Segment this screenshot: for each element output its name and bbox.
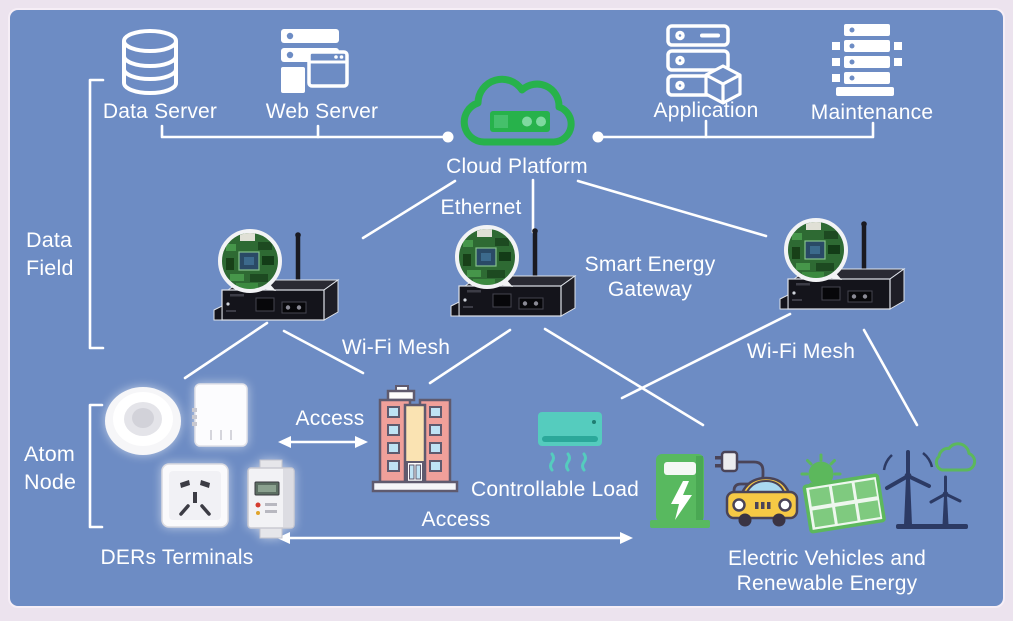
wifi-mesh-left-label: Wi-Fi Mesh: [341, 336, 451, 359]
cloud-platform-label: Cloud Platform: [446, 155, 588, 178]
smart-energy-gateway-right: [758, 217, 908, 329]
cube-glyph: [704, 64, 742, 105]
ethernet-label: Ethernet: [440, 196, 522, 219]
electric-car-icon: [715, 450, 799, 527]
energy-meter-icon: [247, 459, 295, 539]
ders-terminals-label: DERs Terminals: [100, 546, 254, 569]
air-conditioner-icon: [538, 412, 602, 472]
data-server-label: Data Server: [102, 100, 218, 123]
access-bottom-label: Access: [421, 508, 491, 531]
smart-energy-gateway-left: [192, 228, 342, 340]
ev-renewable-label: Electric Vehicles and Renewable Energy: [728, 547, 926, 596]
ev-charger-icon: [650, 454, 710, 528]
controllable-load-label: Controllable Load: [470, 478, 640, 501]
cloud-outline: [460, 75, 575, 146]
solar-panel-icon: [800, 453, 886, 534]
application-label: Application: [653, 99, 759, 122]
web-server-icon: [281, 29, 349, 93]
wind-turbines-icon: [882, 442, 977, 529]
application-icon: [666, 24, 742, 105]
building-icon: [371, 385, 459, 493]
web-server-label: Web Server: [265, 100, 379, 123]
access-left-label: Access: [295, 407, 365, 430]
cloud-small-icon: [934, 442, 977, 472]
data-server-icon: [122, 29, 178, 95]
cloud-platform-icon: [460, 75, 575, 146]
maintenance-label: Maintenance: [810, 101, 934, 124]
wifi-mesh-right-label: Wi-Fi Mesh: [746, 340, 856, 363]
smart-energy-gateway-middle: [429, 224, 579, 336]
wall-switch-icon: [192, 383, 248, 447]
maintenance-icon: [832, 24, 902, 96]
atom-node-label: Atom Node: [24, 442, 77, 494]
power-socket-icon: [161, 463, 229, 528]
motion-sensor-icon: [105, 387, 181, 455]
data-field-label: Data Field: [26, 228, 74, 280]
smart-energy-gateway-label: Smart Energy Gateway: [584, 253, 716, 302]
